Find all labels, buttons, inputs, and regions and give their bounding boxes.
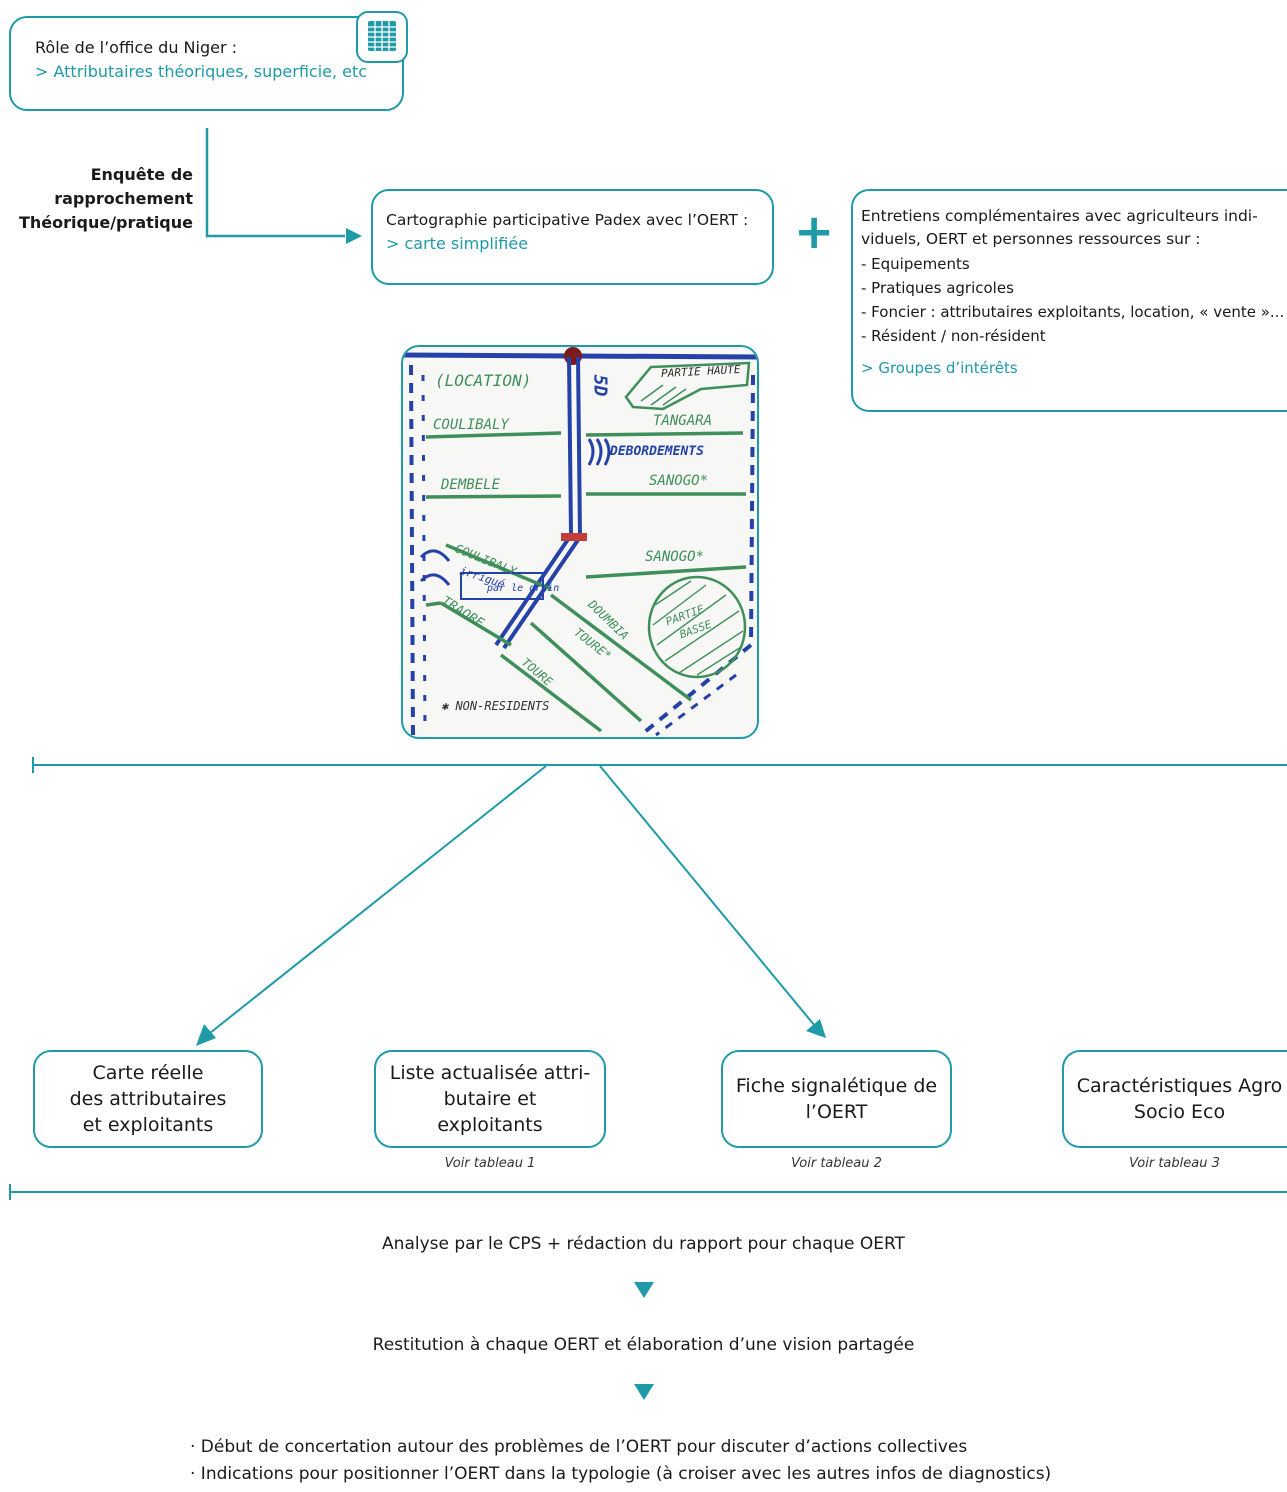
output-fiche-signaletique: Fiche signalétique de l’OERT xyxy=(721,1050,952,1148)
office-role-box: Rôle de l’office du Niger : > Attributai… xyxy=(9,16,404,111)
map-label-canal: 5D xyxy=(589,374,611,397)
survey-label-line2: rapprochement xyxy=(54,189,193,208)
output-liste-line2: butaire et exploitants xyxy=(437,1088,543,1136)
conclusions: · Début de concertation autour des probl… xyxy=(190,1434,1287,1488)
note-tableau-3: Voir tableau 3 xyxy=(1129,1156,1220,1171)
down-arrow-2 xyxy=(634,1384,654,1400)
conclusion-bullet: · Indications pour positionner l’OERT da… xyxy=(190,1464,1052,1484)
arrow-to-carte-reelle xyxy=(209,765,547,1034)
output-carte-reelle: Carte réelle des attributaires et exploi… xyxy=(33,1050,263,1148)
interviews-item: - Résident / non-résident xyxy=(861,327,1046,345)
output-caracteristiques: Caractéristiques Agro Socio Eco xyxy=(1062,1050,1287,1148)
cartography-title: Cartographie participative Padex avec l’… xyxy=(386,211,749,229)
map-label-sanogo-1: SANOGO* xyxy=(649,473,709,489)
survey-label-line1: Enquête de xyxy=(90,165,193,184)
plus-symbol: + xyxy=(794,204,835,260)
output-liste-actualisee: Liste actualisée attri- butaire et explo… xyxy=(374,1050,606,1148)
output-liste-line1: Liste actualisée attri- xyxy=(389,1062,591,1084)
conclusion-bullet: · Début de concertation autour des probl… xyxy=(190,1437,968,1457)
output-carte-reelle-line3: et exploitants xyxy=(82,1114,214,1136)
note-tableau-2: Voir tableau 2 xyxy=(791,1156,882,1171)
interviews-list: - Equipements - Pratiques agricoles - Fo… xyxy=(861,252,1285,348)
cartography-subtitle: > carte simplifiée xyxy=(386,234,529,253)
output-carte-reelle-line2: des attributaires xyxy=(69,1088,227,1110)
output-fiche-line1: Fiche signalétique de xyxy=(735,1075,938,1097)
note-tableau-1: Voir tableau 1 xyxy=(444,1156,536,1171)
interviews-result: > Groupes d’intérêts xyxy=(861,359,1018,377)
map-label-sanogo-2: SANOGO* xyxy=(645,549,705,565)
table-grid-icon xyxy=(356,11,408,63)
map-label-tangara: TANGARA xyxy=(653,413,713,429)
interviews-title-line1: Entretiens complémentaires avec agricult… xyxy=(861,207,1258,225)
arrow-to-fiche xyxy=(599,765,816,1027)
interviews-item: - Foncier : attributaires exploitants, l… xyxy=(861,303,1285,321)
map-label-debordements: DEBORDEMENTS xyxy=(610,444,704,459)
survey-label-line3: Théorique/pratique xyxy=(18,213,193,232)
map-label-dembele: DEMBELE xyxy=(441,477,501,493)
map-label-location: (LOCATION) xyxy=(435,371,532,390)
cartography-box: Cartographie participative Padex avec l’… xyxy=(371,189,774,285)
office-role-title: Rôle de l’office du Niger : xyxy=(35,38,238,57)
step-analyse: Analyse par le CPS + rédaction du rappor… xyxy=(382,1234,905,1254)
map-label-non-residents: ✱ NON-RESIDENTS xyxy=(441,699,550,713)
output-carte-reelle-line1: Carte réelle xyxy=(92,1062,204,1084)
survey-label: Enquête de rapprochement Théorique/prati… xyxy=(19,163,193,235)
down-arrow-1 xyxy=(634,1282,654,1298)
map-label-irrigue-2: par le drain xyxy=(487,583,560,594)
output-caracteristiques-line1: Caractéristiques Agro xyxy=(1076,1075,1283,1097)
output-caracteristiques-line2: Socio Eco xyxy=(1133,1101,1226,1123)
office-role-subtitle: > Attributaires théoriques, superficie, … xyxy=(35,62,368,81)
interviews-title-line2: viduels, OERT et personnes ressources su… xyxy=(861,230,1201,248)
interviews-box: Entretiens complémentaires avec agricult… xyxy=(851,189,1287,412)
output-fiche-line2: l’OERT xyxy=(805,1101,868,1123)
step-restitution: Restitution à chaque OERT et élaboration… xyxy=(372,1335,915,1355)
office-to-carto-arrow xyxy=(205,128,345,238)
interviews-item: - Equipements xyxy=(861,255,970,273)
interviews-item: - Pratiques agricoles xyxy=(861,279,1014,297)
sketch-map: (LOCATION) PARTIE HAUTE 5D COULIBALY TAN… xyxy=(401,345,759,739)
map-label-coulibaly-top: COULIBALY xyxy=(433,417,509,433)
